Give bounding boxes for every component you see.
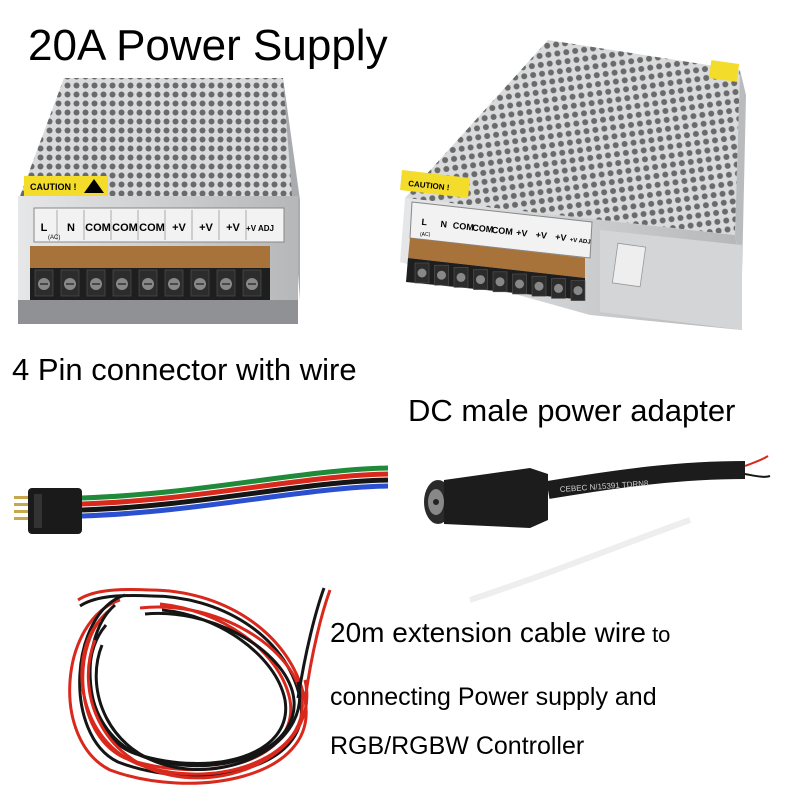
dc-plug-body — [444, 468, 548, 528]
terminal-label-left: +V — [226, 222, 240, 234]
extension-cable-caption-main: 20m extension cable wire — [330, 617, 646, 648]
terminal-label-left: COM — [85, 222, 111, 234]
terminal-label-left: +V — [172, 222, 186, 234]
terminal-label-left: L — [41, 222, 48, 234]
extension-cable-caption-line2: connecting Power supply and — [330, 683, 657, 711]
ac-label-right: (AC) — [420, 232, 431, 238]
dc-adapter-caption: DC male power adapter — [408, 393, 736, 428]
terminal-label-left: N — [67, 222, 75, 234]
caution-label-left: CAUTION ! — [24, 176, 108, 196]
title-caption: 20A Power Supply — [28, 21, 388, 70]
terminal-label-left: +V ADJ — [246, 224, 274, 233]
terminal-label-left: COM — [139, 222, 165, 234]
terminal-label-right: COM — [491, 225, 513, 237]
terminal-label-left: +V — [199, 222, 213, 234]
wire-blue — [81, 483, 389, 519]
terminal-label-right: COM — [452, 220, 474, 232]
ac-label-left: (AC) — [48, 235, 60, 241]
terminal-label-right: +V — [555, 232, 567, 243]
terminal-label-left: COM — [112, 222, 138, 234]
caution-text-right: CAUTION ! — [408, 179, 450, 192]
wire-green — [81, 465, 389, 501]
dc-cable — [546, 461, 746, 499]
terminal-label-right: COM — [472, 223, 494, 235]
terminal-label-right: N — [440, 219, 448, 230]
wire-red — [81, 471, 389, 507]
wire-black — [81, 477, 389, 513]
caution-label-right: CAUTION ! — [400, 170, 470, 198]
connector-pins — [14, 496, 30, 520]
extension-cable-caption-suffix: to — [645, 622, 671, 647]
terminal-label-right: L — [421, 217, 428, 228]
extension-cable-caption: 20m extension cable wire to — [330, 616, 670, 652]
pin-connector-caption: 4 Pin connector with wire — [12, 352, 357, 387]
terminal-label-right: +V — [516, 227, 528, 238]
caution-text-left: CAUTION ! — [30, 182, 77, 192]
terminal-label-right: +V ADJ — [569, 238, 590, 246]
terminal-label-right: +V — [535, 230, 547, 241]
extension-cable-caption-line3: RGB/RGBW Controller — [330, 732, 585, 760]
